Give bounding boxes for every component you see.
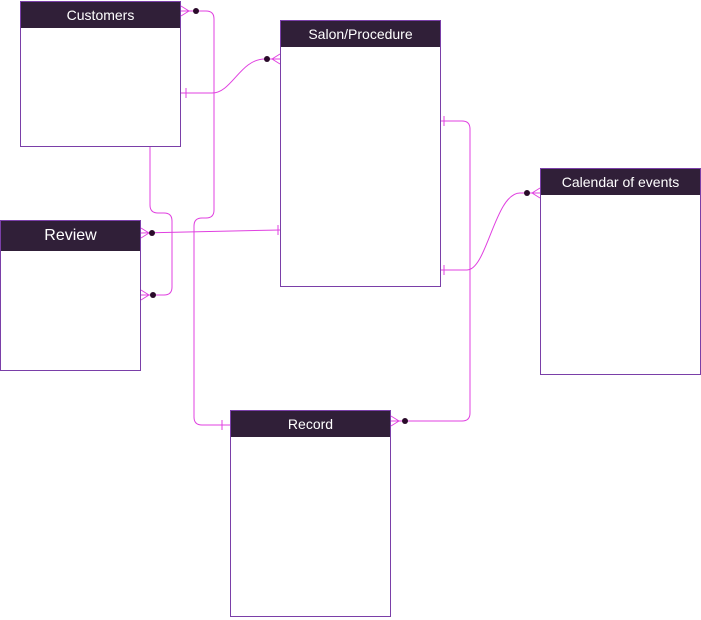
optional-marker-salon-calendar xyxy=(524,190,530,196)
entity-salon-procedure[interactable]: Salon/Procedure xyxy=(280,20,441,287)
connector-customers-review xyxy=(141,130,181,296)
entity-record[interactable]: Record xyxy=(230,410,391,617)
connector-salon-record xyxy=(391,120,471,422)
connector-salon-calendar xyxy=(441,192,540,271)
entity-record-title: Record xyxy=(231,411,390,437)
many-marker-salon-record xyxy=(390,415,400,427)
connector-salon-review xyxy=(140,229,281,234)
connector-customers-salon xyxy=(181,58,280,94)
entity-review-title: Review xyxy=(1,221,140,251)
optional-marker-customers-record xyxy=(193,8,199,14)
entity-calendar-of-events[interactable]: Calendar of events xyxy=(540,168,701,375)
many-marker-customers-record xyxy=(180,5,190,17)
entity-customers[interactable]: Customers xyxy=(20,1,181,147)
optional-marker-salon-review xyxy=(149,230,155,236)
entity-customers-title: Customers xyxy=(21,2,180,28)
entity-calendar-of-events-title: Calendar of events xyxy=(541,169,700,195)
many-marker-salon-review xyxy=(140,227,150,239)
optional-marker-salon-record xyxy=(402,418,408,424)
entity-review[interactable]: Review xyxy=(0,220,141,371)
optional-marker-customers-salon xyxy=(264,56,270,62)
entity-salon-procedure-title: Salon/Procedure xyxy=(281,21,440,47)
connector-customers-record xyxy=(181,10,230,426)
many-marker-customers-salon xyxy=(271,53,281,65)
many-marker-customers-review xyxy=(140,289,150,301)
optional-marker-customers-review xyxy=(150,292,156,298)
many-marker-salon-calendar xyxy=(531,187,541,199)
